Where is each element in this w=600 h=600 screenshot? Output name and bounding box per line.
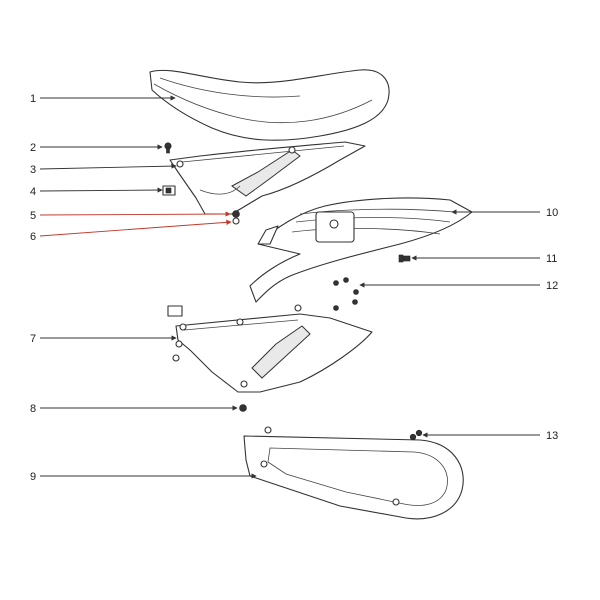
part-clip-4 bbox=[162, 185, 176, 196]
callout-label-1: 1 bbox=[30, 93, 36, 105]
part-seat bbox=[149, 69, 390, 141]
callout-label-4: 4 bbox=[30, 186, 36, 198]
leader-4 bbox=[39, 187, 163, 193]
callout-label-12: 12 bbox=[546, 280, 558, 292]
callout-label-6: 6 bbox=[30, 231, 36, 243]
part-rear-fender bbox=[249, 197, 473, 303]
part-nut-washer bbox=[232, 210, 240, 225]
callout-label-5: 5 bbox=[30, 210, 36, 222]
part-lower-side-cover bbox=[167, 304, 373, 393]
part-nut-8 bbox=[239, 404, 247, 412]
part-screw-2 bbox=[164, 142, 172, 154]
leader-3 bbox=[39, 163, 177, 170]
callout-label-8: 8 bbox=[30, 403, 36, 415]
callout-label-13: 13 bbox=[546, 430, 558, 442]
leader-5 bbox=[39, 211, 231, 217]
callouts: 1 2 3 4 5 6 7 8 9 10 11 12 13 bbox=[30, 93, 558, 483]
part-upper-side-cover bbox=[169, 141, 366, 215]
part-screws-12 bbox=[333, 277, 359, 311]
callout-label-3: 3 bbox=[30, 164, 36, 176]
part-bolt-11 bbox=[398, 254, 411, 263]
part-chain-guard bbox=[243, 426, 464, 520]
callout-label-9: 9 bbox=[30, 471, 36, 483]
callout-label-10: 10 bbox=[546, 207, 558, 219]
part-screws-13 bbox=[409, 429, 423, 441]
leader-6 bbox=[39, 219, 232, 237]
callout-label-11: 11 bbox=[546, 253, 557, 265]
callout-label-2: 2 bbox=[30, 142, 36, 154]
callout-label-7: 7 bbox=[30, 333, 36, 345]
